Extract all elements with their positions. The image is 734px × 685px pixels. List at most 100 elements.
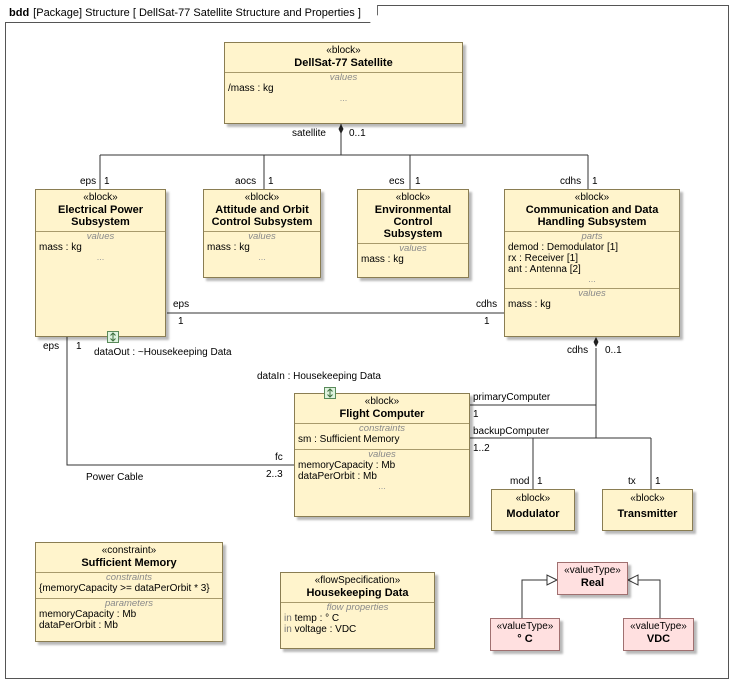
block-name: Flight Computer <box>339 408 425 420</box>
compartment-ellipsis: ... <box>96 252 105 262</box>
value-property: mass : kg <box>361 254 404 265</box>
block-name: ° C <box>517 633 533 645</box>
compartment-title: values <box>248 231 276 242</box>
block-stereotype: «block» <box>244 192 280 203</box>
valuetype-real[interactable]: «valueType» Real <box>557 562 628 595</box>
block-stereotype: «flowSpecification» <box>314 575 401 586</box>
port-datain[interactable] <box>324 387 336 399</box>
diagram-kind: bdd <box>9 7 30 19</box>
block-stereotype: «constraint» <box>101 545 157 556</box>
block-electrical-power-subsystem[interactable]: «block» Electrical Power Subsystem value… <box>35 189 166 337</box>
role-label-fc: fc <box>275 452 283 463</box>
block-modulator[interactable]: «block» Modulator <box>491 489 575 531</box>
role-label-eps-left: eps <box>43 341 60 352</box>
compartment-title: values <box>368 449 396 460</box>
part-property: ant : Antenna [2] <box>508 264 581 275</box>
compartment-title: constraints <box>359 423 405 434</box>
block-stereotype: «block» <box>630 493 665 504</box>
block-dellsat-satellite[interactable]: «block» DellSat-77 Satellite values /mas… <box>224 42 463 124</box>
multiplicity-label-mod: 1 <box>537 476 543 487</box>
block-name: Electrical Power <box>58 204 143 216</box>
role-label-tx: tx <box>628 476 636 487</box>
compartment-ellipsis: ... <box>339 93 348 103</box>
role-label-cdhs-bottom: cdhs <box>567 345 589 356</box>
block-stereotype: «block» <box>326 45 361 56</box>
block-name: DellSat-77 Satellite <box>294 57 393 69</box>
block-transmitter[interactable]: «block» Transmitter <box>602 489 693 531</box>
multiplicity-label-ecs: 1 <box>415 176 421 187</box>
role-label-backup-computer: backupComputer <box>473 426 550 437</box>
block-flight-computer[interactable]: «block» Flight Computer constraints sm :… <box>294 393 470 517</box>
composition-diamond-cdhs <box>593 337 599 347</box>
compartment-title: flow properties <box>326 602 389 613</box>
block-name: Real <box>580 577 605 589</box>
block-name: Transmitter <box>617 508 678 520</box>
block-name: Housekeeping Data <box>306 587 409 599</box>
compartment-ellipsis: ... <box>378 481 386 491</box>
compartment-title: parts <box>581 231 603 242</box>
role-label-ecs: ecs <box>389 176 405 187</box>
valuetype-vdc[interactable]: «valueType» VDC <box>623 618 694 651</box>
block-name: Attitude and Orbit <box>215 204 309 216</box>
role-label-primary-computer: primaryComputer <box>473 392 551 403</box>
flow-property-text: temp : ° C <box>294 613 340 624</box>
block-name: Environmental <box>374 204 452 216</box>
block-name: Subsystem <box>71 216 130 228</box>
compartment-title: values <box>399 243 427 254</box>
block-name: Subsystem <box>383 228 443 240</box>
compartment-title: parameters <box>104 598 154 609</box>
multiplicity-label-fc: 2..3 <box>266 469 283 480</box>
block-stereotype: «valueType» <box>564 565 621 576</box>
generalization-arrow-left <box>546 574 559 586</box>
compartment-title: constraints <box>106 572 152 583</box>
value-property: /mass : kg <box>228 83 274 94</box>
block-name: Communication and Data <box>525 204 659 216</box>
compartment-ellipsis: ... <box>258 252 266 262</box>
block-name: Handling Subsystem <box>537 216 647 228</box>
block-cdhs[interactable]: «block» Communication and Data Handling … <box>504 189 680 337</box>
block-stereotype: «block» <box>395 192 431 203</box>
part-property: rx : Receiver [1] <box>508 253 579 264</box>
flow-property: in voltage : VDC <box>284 624 431 635</box>
block-stereotype: «valueType» <box>630 621 687 632</box>
multiplicity-label-aocs: 1 <box>268 176 274 187</box>
compartment-ellipsis: ... <box>588 274 596 284</box>
part-property: demod : Demodulator [1] <box>508 242 619 253</box>
compartment-title: values <box>86 231 115 242</box>
value-property: mass : kg <box>207 242 250 253</box>
multiplicity-label-conn-eps: 1 <box>178 316 184 327</box>
block-name: Modulator <box>506 508 560 520</box>
bidirectional-arrow-icon <box>327 388 333 398</box>
multiplicity-label-eps-left: 1 <box>76 341 82 352</box>
block-aocs[interactable]: «block» Attitude and Orbit Control Subsy… <box>203 189 321 278</box>
generalization-vdc-real <box>628 579 661 618</box>
multiplicity-label-satellite: 0..1 <box>349 128 366 139</box>
block-stereotype: «block» <box>83 192 118 203</box>
value-property: mass : kg <box>39 242 82 253</box>
association-name-power-cable: Power Cable <box>86 472 144 483</box>
diagram-title: [Package] Structure [ DellSat-77 Satelli… <box>33 7 361 19</box>
association-power-cable <box>66 337 294 466</box>
constraint-parameter: memoryCapacity : Mb <box>39 609 137 620</box>
valuetype-degc[interactable]: «valueType» ° C <box>490 618 560 651</box>
value-property: mass : kg <box>508 299 551 310</box>
multiplicity-label-backup-computer: 1..2 <box>473 443 490 454</box>
block-stereotype: «block» <box>515 493 551 504</box>
block-stereotype: «valueType» <box>496 621 554 632</box>
role-label-satellite: satellite <box>292 128 326 139</box>
multiplicity-label-eps: 1 <box>104 176 110 187</box>
block-sufficient-memory[interactable]: «constraint» Sufficient Memory constrain… <box>35 542 223 642</box>
block-name: Sufficient Memory <box>81 557 177 569</box>
flow-direction: in <box>284 624 292 635</box>
block-ecs[interactable]: «block» Environmental Control Subsystem … <box>357 189 469 278</box>
role-label-mod: mod <box>510 476 530 487</box>
port-dataout[interactable] <box>107 331 119 343</box>
role-label-eps: eps <box>80 176 97 187</box>
block-housekeeping-data[interactable]: «flowSpecification» Housekeeping Data fl… <box>280 572 435 649</box>
multiplicity-label-tx: 1 <box>655 476 661 487</box>
value-property: memoryCapacity : Mb <box>298 460 396 471</box>
multiplicity-label-cdhs: 1 <box>592 176 598 187</box>
multiplicity-label-cdhs-bottom: 0..1 <box>605 345 622 356</box>
block-name: VDC <box>646 633 671 645</box>
